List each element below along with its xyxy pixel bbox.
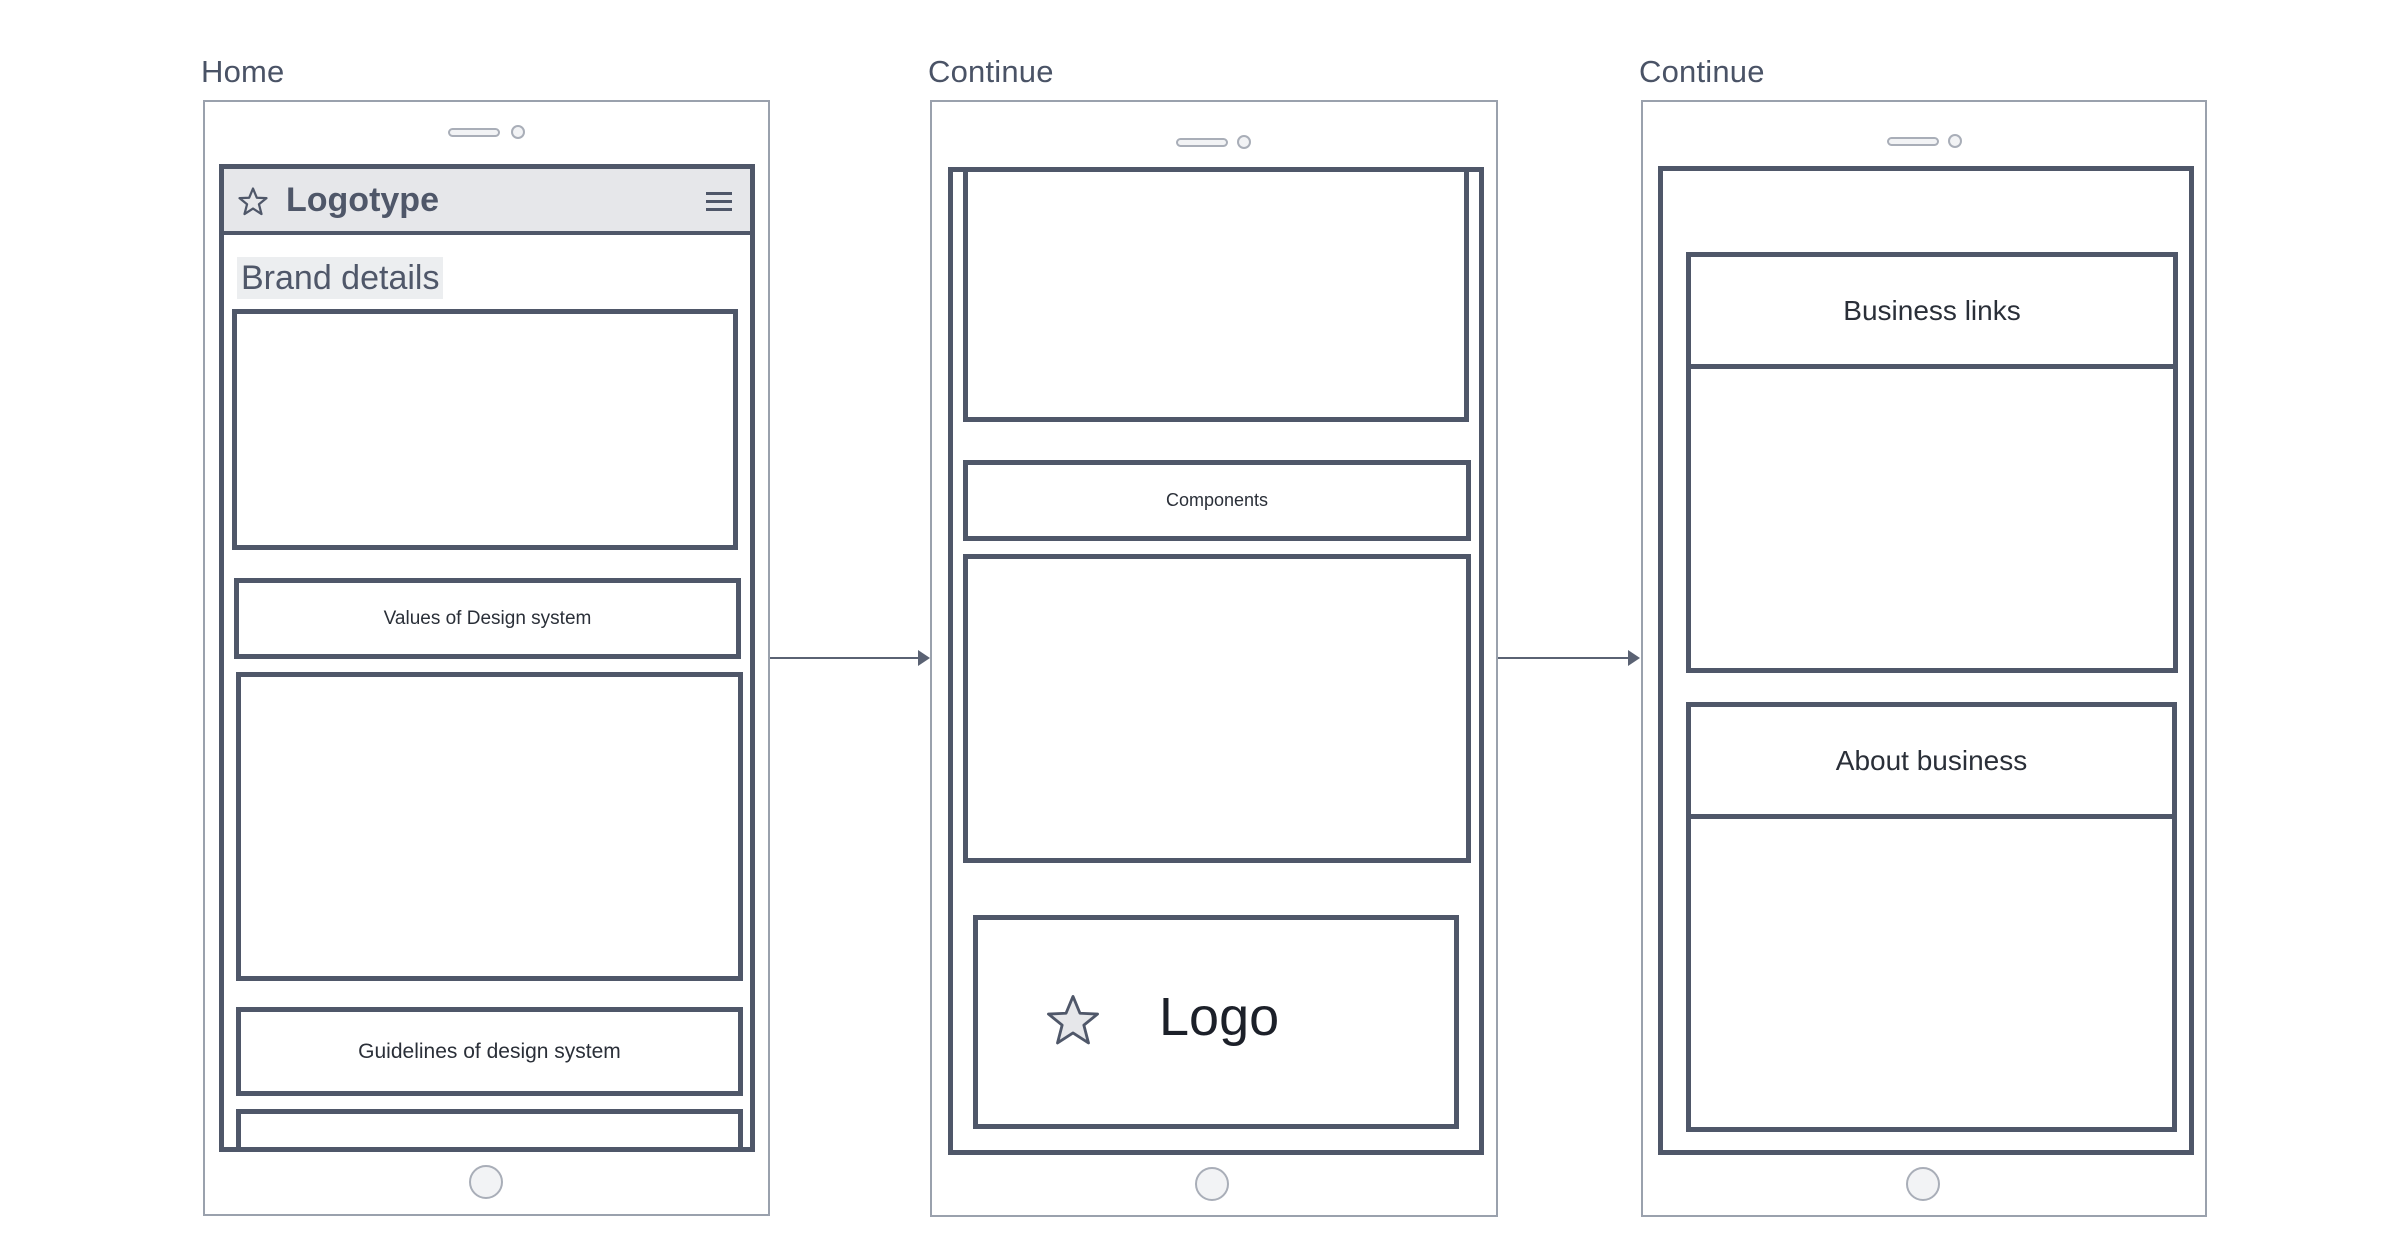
camera-icon	[1948, 134, 1962, 148]
home-button-icon	[1195, 1167, 1229, 1201]
partial-section	[236, 1109, 743, 1147]
logo-text: Logo	[1159, 987, 1280, 1047]
image-placeholder	[963, 554, 1471, 863]
arrow-head-icon	[918, 650, 930, 666]
screen-label-continue-2: Continue	[1639, 54, 1765, 89]
about-business-card[interactable]: About business	[1686, 702, 2177, 1132]
image-placeholder	[236, 672, 743, 981]
connector-arrow-1	[770, 657, 920, 659]
guidelines-section[interactable]: Guidelines of design system	[236, 1007, 743, 1096]
components-section[interactable]: Components	[963, 460, 1471, 541]
business-links-title: Business links	[1691, 257, 2173, 369]
page-title: Brand details	[237, 257, 444, 299]
camera-icon	[511, 125, 525, 139]
phone-frame-home: Logotype Brand details Values of Design …	[203, 100, 770, 1216]
home-button-icon	[1906, 1167, 1940, 1201]
logotype-text: Logotype	[286, 181, 439, 219]
speaker-icon	[448, 128, 500, 137]
arrow-head-icon	[1628, 650, 1640, 666]
hamburger-menu-icon[interactable]	[706, 192, 732, 212]
home-button-icon	[469, 1165, 503, 1199]
connector-arrow-2	[1498, 657, 1630, 659]
phone-screen-continue: Components Logo	[948, 167, 1484, 1155]
image-placeholder	[963, 172, 1469, 422]
speaker-icon	[1176, 138, 1228, 147]
logo-block[interactable]: Logo	[973, 915, 1459, 1129]
image-placeholder	[232, 309, 738, 550]
screen-label-home: Home	[201, 54, 285, 89]
phone-frame-continue: Components Logo	[930, 100, 1498, 1217]
phone-screen-home: Logotype Brand details Values of Design …	[219, 164, 755, 1152]
star-icon	[1047, 995, 1099, 1045]
business-links-card[interactable]: Business links	[1686, 252, 2178, 673]
star-icon	[238, 187, 268, 216]
camera-icon	[1237, 135, 1251, 149]
values-section[interactable]: Values of Design system	[234, 578, 741, 659]
about-business-title: About business	[1691, 707, 2172, 819]
screen-label-continue: Continue	[928, 54, 1054, 89]
speaker-icon	[1887, 137, 1939, 146]
app-header: Logotype	[224, 169, 750, 235]
phone-screen-continue-2: Business links About business	[1658, 166, 2194, 1155]
phone-frame-continue-2: Business links About business	[1641, 100, 2207, 1217]
